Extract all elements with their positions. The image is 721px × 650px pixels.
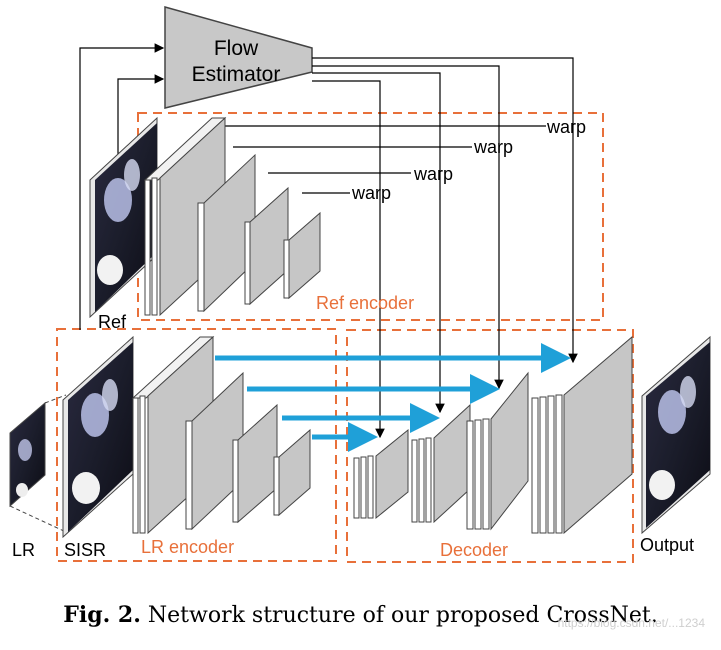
lr-image (9, 401, 46, 508)
warp-label-1: warp (546, 117, 586, 137)
decoder-region (346, 329, 634, 563)
warp-line-1-to-decoder (575, 126, 603, 360)
flow-output-3 (312, 72, 445, 414)
watermark-text: https://blog.csdn.net/...1234 (557, 616, 705, 630)
skip-connections (215, 343, 571, 452)
decoder-layer-2 (411, 403, 471, 524)
flow-estimator-block (164, 6, 313, 109)
sisr-image (62, 335, 134, 539)
ref-encoder-layer-2 (197, 153, 256, 313)
decoder-layer-1 (353, 428, 409, 520)
warp-label-2: warp (473, 137, 513, 157)
output-label: Output (640, 535, 694, 555)
lr-label: LR (12, 540, 35, 560)
ref-to-flow-arrow (117, 74, 165, 170)
flow-output-4 (312, 80, 385, 439)
sisr-label: SISR (64, 540, 106, 560)
ref-encoder-layer-4 (283, 211, 321, 300)
flow-output-2 (312, 65, 504, 390)
output-image (641, 335, 711, 535)
lr-to-flow-arrow (79, 43, 165, 330)
ref-label: Ref (98, 312, 127, 332)
warp-label-3: warp (413, 164, 453, 184)
warp-label-4: warp (351, 183, 391, 203)
lr-encoder-region (56, 328, 337, 562)
ref-encoder-label: Ref encoder (316, 293, 414, 313)
figure-caption: Fig. 2. Network structure of our propose… (0, 602, 721, 628)
caption-text: Network structure of our proposed CrossN… (147, 603, 658, 628)
ref-encoder-region (137, 112, 604, 321)
caption-prefix: Fig. 2. (63, 602, 141, 628)
lr-encoder-label: LR encoder (141, 537, 234, 557)
flow-estimator-title-1: Flow (214, 37, 259, 60)
decoder-label: Decoder (440, 540, 508, 560)
flow-estimator-title-2: Estimator (192, 63, 281, 86)
decoder-layer-3 (466, 371, 529, 531)
flow-output-1 (312, 57, 578, 364)
lr-encoder-layer-4 (273, 428, 311, 517)
ref-image (89, 116, 158, 319)
decoder-layer-4 (531, 335, 633, 535)
lr-to-sisr-dashes (9, 394, 67, 533)
